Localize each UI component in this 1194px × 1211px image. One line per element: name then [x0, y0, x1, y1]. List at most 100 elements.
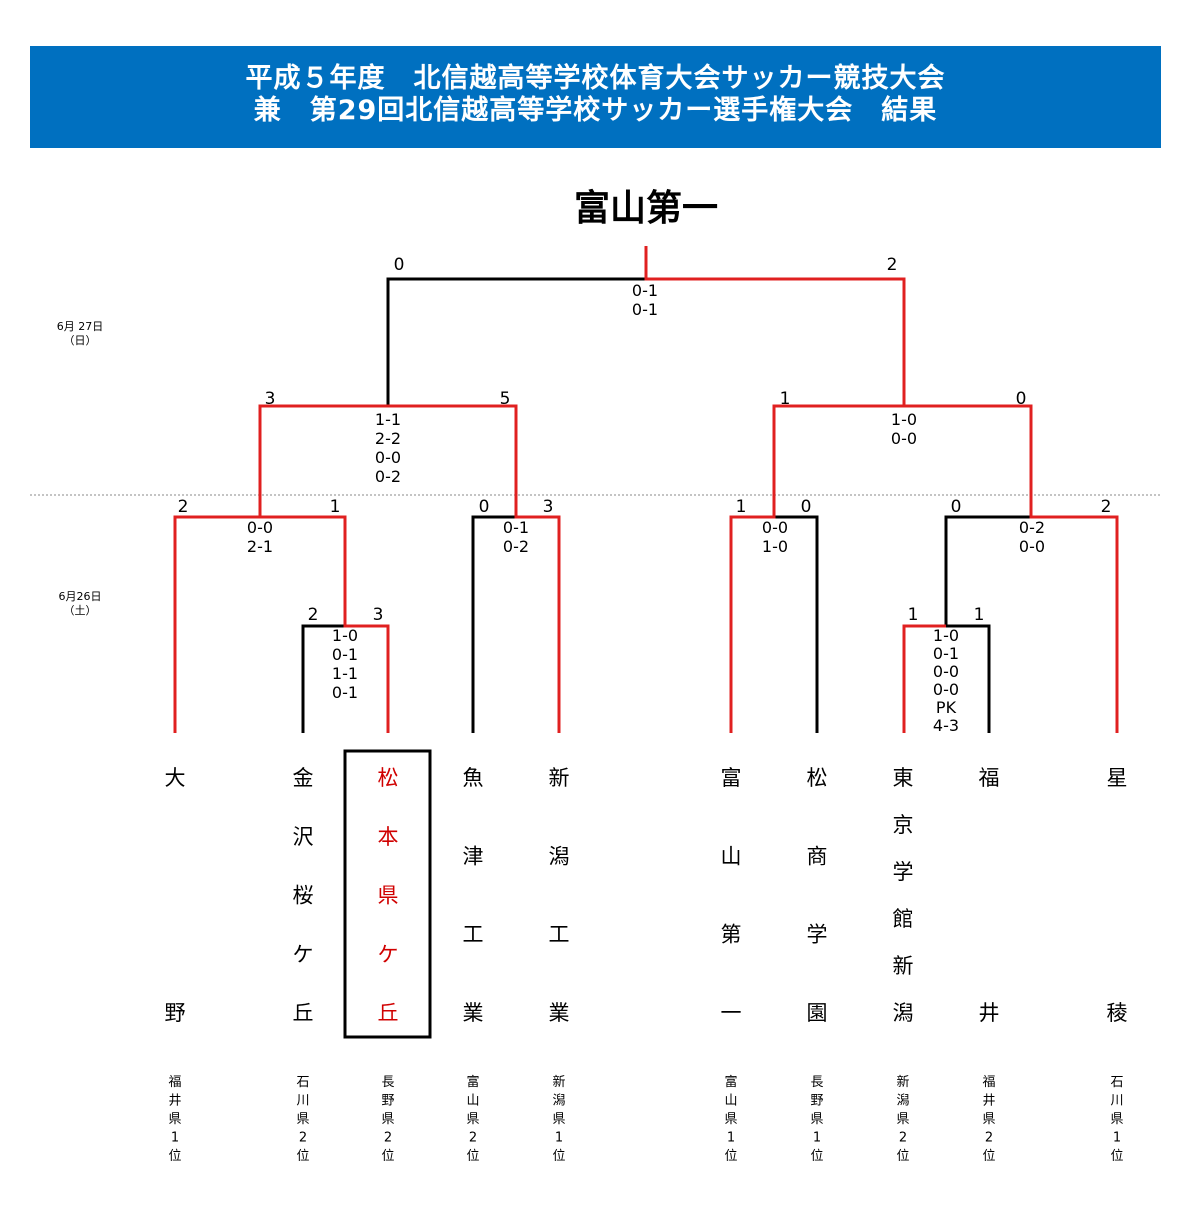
team-name-char: 津	[463, 844, 484, 868]
date-day1: 6月26日	[59, 590, 102, 603]
team-prefecture-char: 2	[299, 1131, 307, 1146]
team-prefecture-char: 潟	[896, 1094, 909, 1109]
team-name-char: 潟	[549, 844, 570, 868]
team-name-char: ケ	[293, 942, 314, 966]
set-score-qf3-0: 0-0	[762, 518, 788, 537]
set-score-r1_right-3: 0-0	[933, 680, 959, 699]
set-score-r1_right-4: PK	[936, 698, 957, 717]
score-final-b: 2	[887, 255, 898, 275]
score-sf2-a: 1	[780, 389, 791, 409]
set-score-r1_right-5: 4-3	[933, 716, 959, 735]
team-prefecture-char: 位	[552, 1149, 565, 1164]
score-qf1-b: 1	[330, 497, 341, 517]
team-prefecture-char: 野	[810, 1094, 823, 1109]
set-score-final-1: 0-1	[632, 300, 658, 319]
date-day2: 6月 27日	[57, 320, 104, 333]
team-name-char: 京	[893, 813, 914, 837]
team-prefecture-char: 石	[296, 1075, 309, 1090]
team-prefecture-char: 富	[724, 1074, 737, 1090]
score-qf4-a: 0	[951, 497, 962, 517]
score-r1_left-a: 2	[308, 605, 319, 625]
score-qf3-a: 1	[736, 497, 747, 517]
team-prefecture-char: 山	[466, 1094, 479, 1109]
team-name-char: 大	[165, 766, 186, 790]
champion-name: 富山第一	[574, 187, 718, 229]
set-score-sf1-2: 0-0	[375, 448, 401, 467]
team-name-char: 学	[807, 923, 828, 947]
team-prefecture-char: 2	[384, 1131, 392, 1146]
team-name-char: 業	[463, 1001, 484, 1025]
team-prefecture-char: 福	[168, 1075, 181, 1090]
set-score-r1_right-1: 0-1	[933, 644, 959, 663]
team-name-char: 井	[979, 1001, 1000, 1025]
team-name-char: 野	[165, 1001, 186, 1025]
team-prefecture-char: 位	[982, 1149, 995, 1164]
team-prefecture-char: 福	[982, 1075, 995, 1090]
team-name-char: 工	[549, 923, 570, 947]
team-name-char: 金	[293, 766, 314, 790]
team-name-char: 学	[893, 860, 914, 884]
team-name-char: 東	[893, 766, 914, 790]
line-shosho	[774, 515, 819, 733]
team-prefecture-char: 位	[1110, 1149, 1123, 1164]
line-tokyogakkan	[902, 624, 946, 733]
team-prefecture-char: 県	[810, 1112, 823, 1127]
team-prefecture-char: 県	[466, 1112, 479, 1127]
team-prefecture-char: 2	[899, 1131, 907, 1146]
team-prefecture-char: 1	[1113, 1131, 1121, 1146]
weekday-day2: （日）	[64, 334, 97, 347]
team-prefecture-char: 井	[982, 1094, 995, 1109]
team-name-char: 潟	[893, 1001, 914, 1025]
team-name-char: 工	[463, 923, 484, 947]
team-list: 大野福井県1位金沢桜ケ丘石川県2位松本県ケ丘長野県2位魚津工業富山県2位新潟工業…	[165, 766, 1128, 1164]
team-name-char: 稜	[1107, 1001, 1128, 1025]
team-name-char: 松	[378, 766, 399, 790]
team-prefecture-char: 位	[296, 1149, 309, 1164]
line-sf1-left	[258, 404, 388, 517]
team-prefecture-char: 長	[810, 1075, 823, 1090]
team-prefecture-char: 1	[813, 1131, 821, 1146]
team-name-char: 丘	[378, 1001, 399, 1025]
team-prefecture-char: 井	[168, 1094, 181, 1109]
team-name-char: 一	[721, 1001, 742, 1025]
score-qf2-a: 0	[479, 497, 490, 517]
line-fukui	[946, 624, 991, 733]
team-prefecture-char: 県	[296, 1112, 309, 1127]
score-sf1-b: 5	[500, 389, 511, 409]
set-score-qf1-1: 2-1	[247, 537, 273, 556]
team-prefecture-char: 山	[724, 1094, 737, 1109]
team-name-char: 富	[721, 766, 742, 790]
team-name-char: 新	[549, 766, 570, 790]
team-name-char: 県	[378, 884, 399, 908]
title-line-1: 平成５年度 北信越高等学校体育大会サッカー競技大会	[245, 63, 946, 94]
team-name-char: 福	[979, 766, 1000, 790]
team-name-char: 本	[378, 825, 399, 849]
score-qf2-b: 3	[543, 497, 554, 517]
team-prefecture-char: 1	[727, 1131, 735, 1146]
team-prefecture-char: 県	[1110, 1112, 1123, 1127]
team-prefecture-char: 1	[171, 1131, 179, 1146]
team-prefecture-char: 石	[1110, 1075, 1123, 1090]
set-score-r1_right-2: 0-0	[933, 662, 959, 681]
team-prefecture-char: 県	[552, 1112, 565, 1127]
set-score-sf1-3: 0-2	[375, 467, 401, 486]
team-name-char: 第	[721, 923, 742, 947]
set-score-final-0: 0-1	[632, 281, 658, 300]
set-score-r1_left-3: 0-1	[332, 683, 358, 702]
team-prefecture-char: 川	[296, 1094, 309, 1109]
score-sf2-b: 0	[1016, 389, 1027, 409]
team-prefecture-char: 潟	[552, 1094, 565, 1109]
team-prefecture-char: 長	[381, 1075, 394, 1090]
set-score-qf2-0: 0-1	[503, 518, 529, 537]
team-prefecture-char: 県	[724, 1112, 737, 1127]
set-score-sf2-0: 1-0	[891, 410, 917, 429]
line-final-left	[386, 277, 646, 406]
set-score-r1_left-0: 1-0	[332, 626, 358, 645]
team-name-char: 園	[807, 1001, 828, 1025]
set-score-sf2-1: 0-0	[891, 429, 917, 448]
highlight-box	[343, 749, 432, 1039]
team-name-char: 松	[807, 766, 828, 790]
team-name-char: 丘	[293, 1001, 314, 1025]
team-prefecture-char: 新	[552, 1074, 565, 1090]
